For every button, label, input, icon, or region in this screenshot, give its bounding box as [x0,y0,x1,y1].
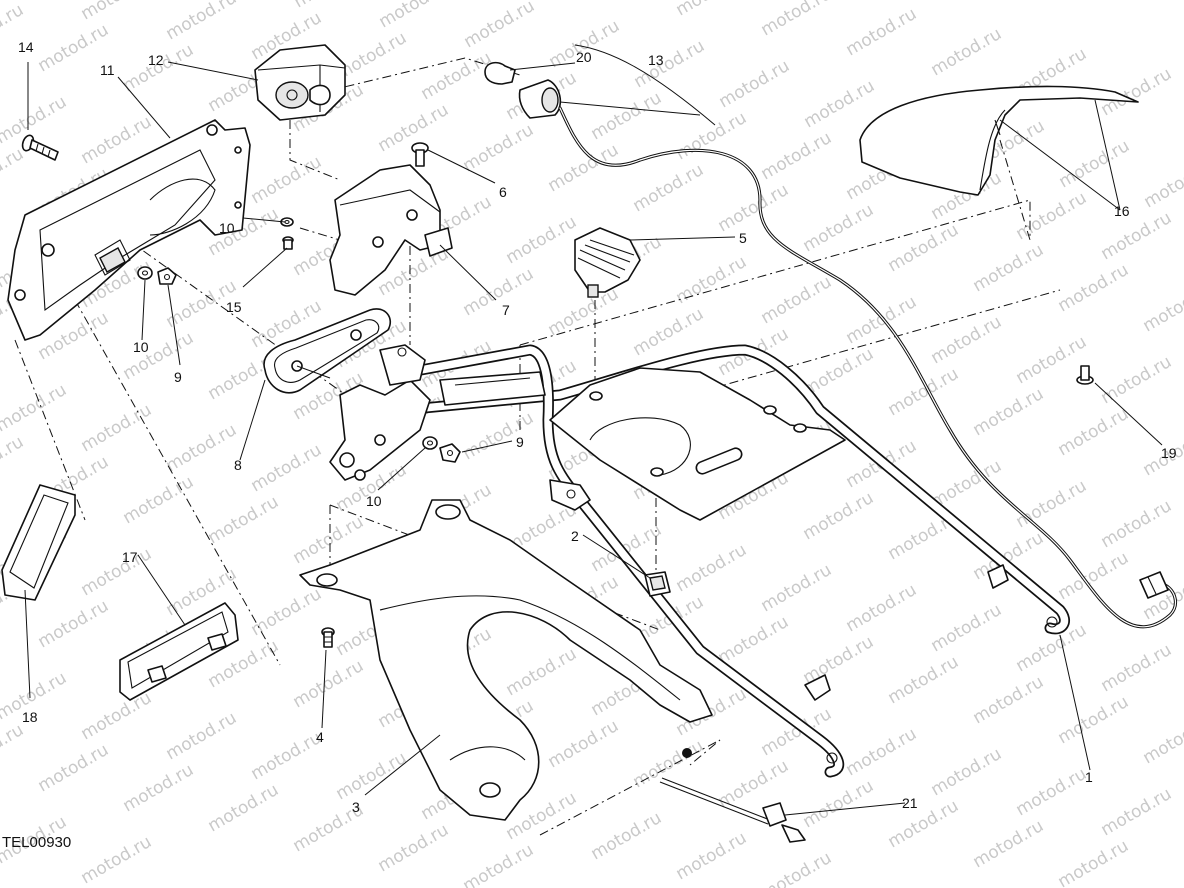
fasteners-10-15 [280,217,294,250]
cover-16 [859,85,1139,196]
callout-10a: 10 [219,220,235,236]
callout-11: 11 [100,62,115,78]
fasteners-9-10-left [137,266,177,285]
plate-holder [7,119,251,341]
bracket-7 [329,164,453,296]
callout-13: 13 [648,52,664,68]
callout-9b: 9 [516,434,524,450]
screw-14 [21,134,59,161]
callout-16: 16 [1114,203,1130,219]
callout-10b: 10 [133,339,149,355]
clip-12 [254,44,346,121]
callout-1: 1 [1085,769,1093,785]
callout-19: 19 [1161,445,1177,461]
callout-21: 21 [902,795,918,811]
bulb-cable-13 [484,61,1178,629]
rubber-pad-5 [574,227,641,298]
callout-15: 15 [226,299,242,315]
callout-labels: 1 2 3 4 5 6 7 8 9 9 10 10 10 11 12 13 14… [18,39,1177,815]
callout-20: 20 [576,49,592,65]
screw-6 [411,142,429,167]
bolt-19 [1076,365,1094,385]
callout-8: 8 [234,457,242,473]
reflector-17 [119,602,239,701]
subframe-tube [344,344,1070,778]
callout-17: 17 [122,549,138,565]
reflector-18 [1,484,76,601]
leader-lines [24,44,1163,816]
fasteners-9-10-center [422,436,461,463]
plate-light-8 [263,308,392,394]
callout-7: 7 [502,302,510,318]
mudguard-tray [299,499,713,821]
callout-3: 3 [352,799,360,815]
callout-2: 2 [571,528,579,544]
callout-12: 12 [148,52,164,68]
cable-tie-21 [659,748,806,843]
callout-18: 18 [22,709,38,725]
callout-10c: 10 [366,493,382,509]
drawing-code: TEL00930 [2,834,72,851]
callout-14: 14 [18,39,34,55]
callout-9a: 9 [174,369,182,385]
plate-bracket-frame [329,344,431,481]
callout-4: 4 [316,729,324,745]
callout-5: 5 [739,230,747,246]
callout-6: 6 [499,184,507,200]
bolt-4 [321,627,335,648]
clip-2 [644,571,671,597]
